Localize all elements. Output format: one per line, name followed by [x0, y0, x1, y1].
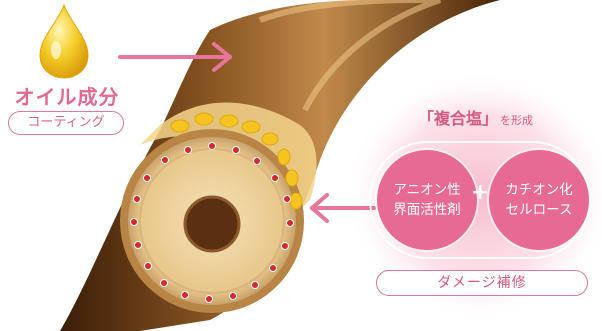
salt-group-outline — [369, 141, 591, 259]
cationic-cellulose-circle: カチオン化 セルロース — [489, 150, 589, 250]
complex-salt-title: 「複合塩」を形成 — [418, 105, 558, 129]
oil-drop-icon — [39, 3, 89, 79]
anionic-surfactant-circle: アニオン性 界面活性剤 — [377, 150, 477, 250]
coating-label: コーティング — [8, 111, 124, 135]
damage-repair-label: ダメージ補修 — [376, 270, 588, 296]
oil-title: オイル成分 — [14, 85, 120, 109]
oil-particles — [170, 112, 303, 210]
plus-sign: + — [471, 180, 490, 205]
complex-salt-title-suffix: を形成 — [500, 114, 534, 127]
arrow-right-icon — [118, 42, 232, 72]
complex-salt-title-main: 「複合塩」 — [418, 109, 499, 128]
complex-salt-dots — [130, 142, 294, 303]
arrow-left-icon — [310, 193, 376, 223]
medulla-core — [185, 197, 239, 251]
medulla-highlight — [183, 195, 241, 253]
